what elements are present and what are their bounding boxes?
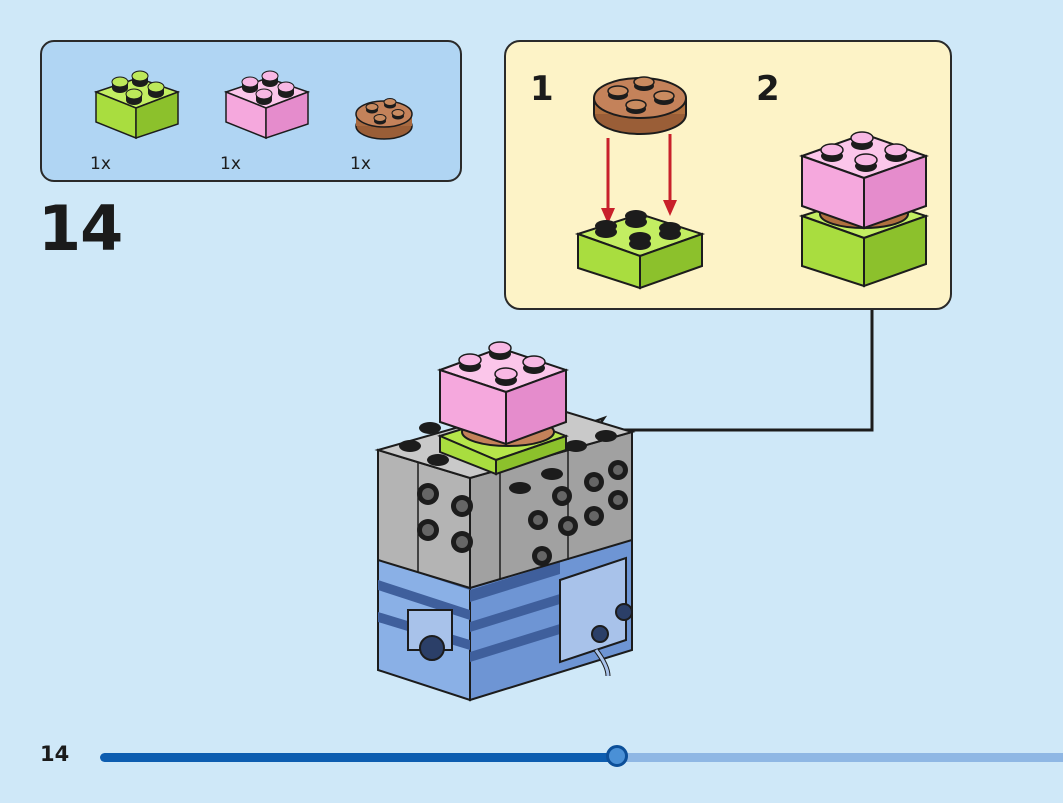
substep-2-illustration [798,131,930,288]
model-pink-brick [436,341,570,446]
parts-list-panel: 1x 1x 1x [40,40,462,182]
step-number: 14 [38,192,123,265]
brown-round-plate-icon [355,98,413,140]
part-quantity: 1x [220,154,241,174]
part-pink-brick: 1x [220,52,310,174]
substep-label-2: 2 [756,69,780,109]
substep-label-1: 1 [530,69,554,109]
part-lime-brick: 1x [90,52,180,174]
progress-track [100,753,1063,762]
lime-brick-icon [93,70,180,140]
progress-fill [100,753,617,762]
substep-1-illustration [574,76,706,290]
page-number: 14 [40,742,70,766]
progress-knob-icon [606,745,628,767]
part-quantity: 1x [90,154,111,174]
callout-connector [600,310,874,432]
pink-brick-icon [223,70,310,140]
part-quantity: 1x [350,154,371,174]
substep-panel: 1 2 [504,40,952,310]
part-brown-round-plate: 1x [350,52,440,174]
